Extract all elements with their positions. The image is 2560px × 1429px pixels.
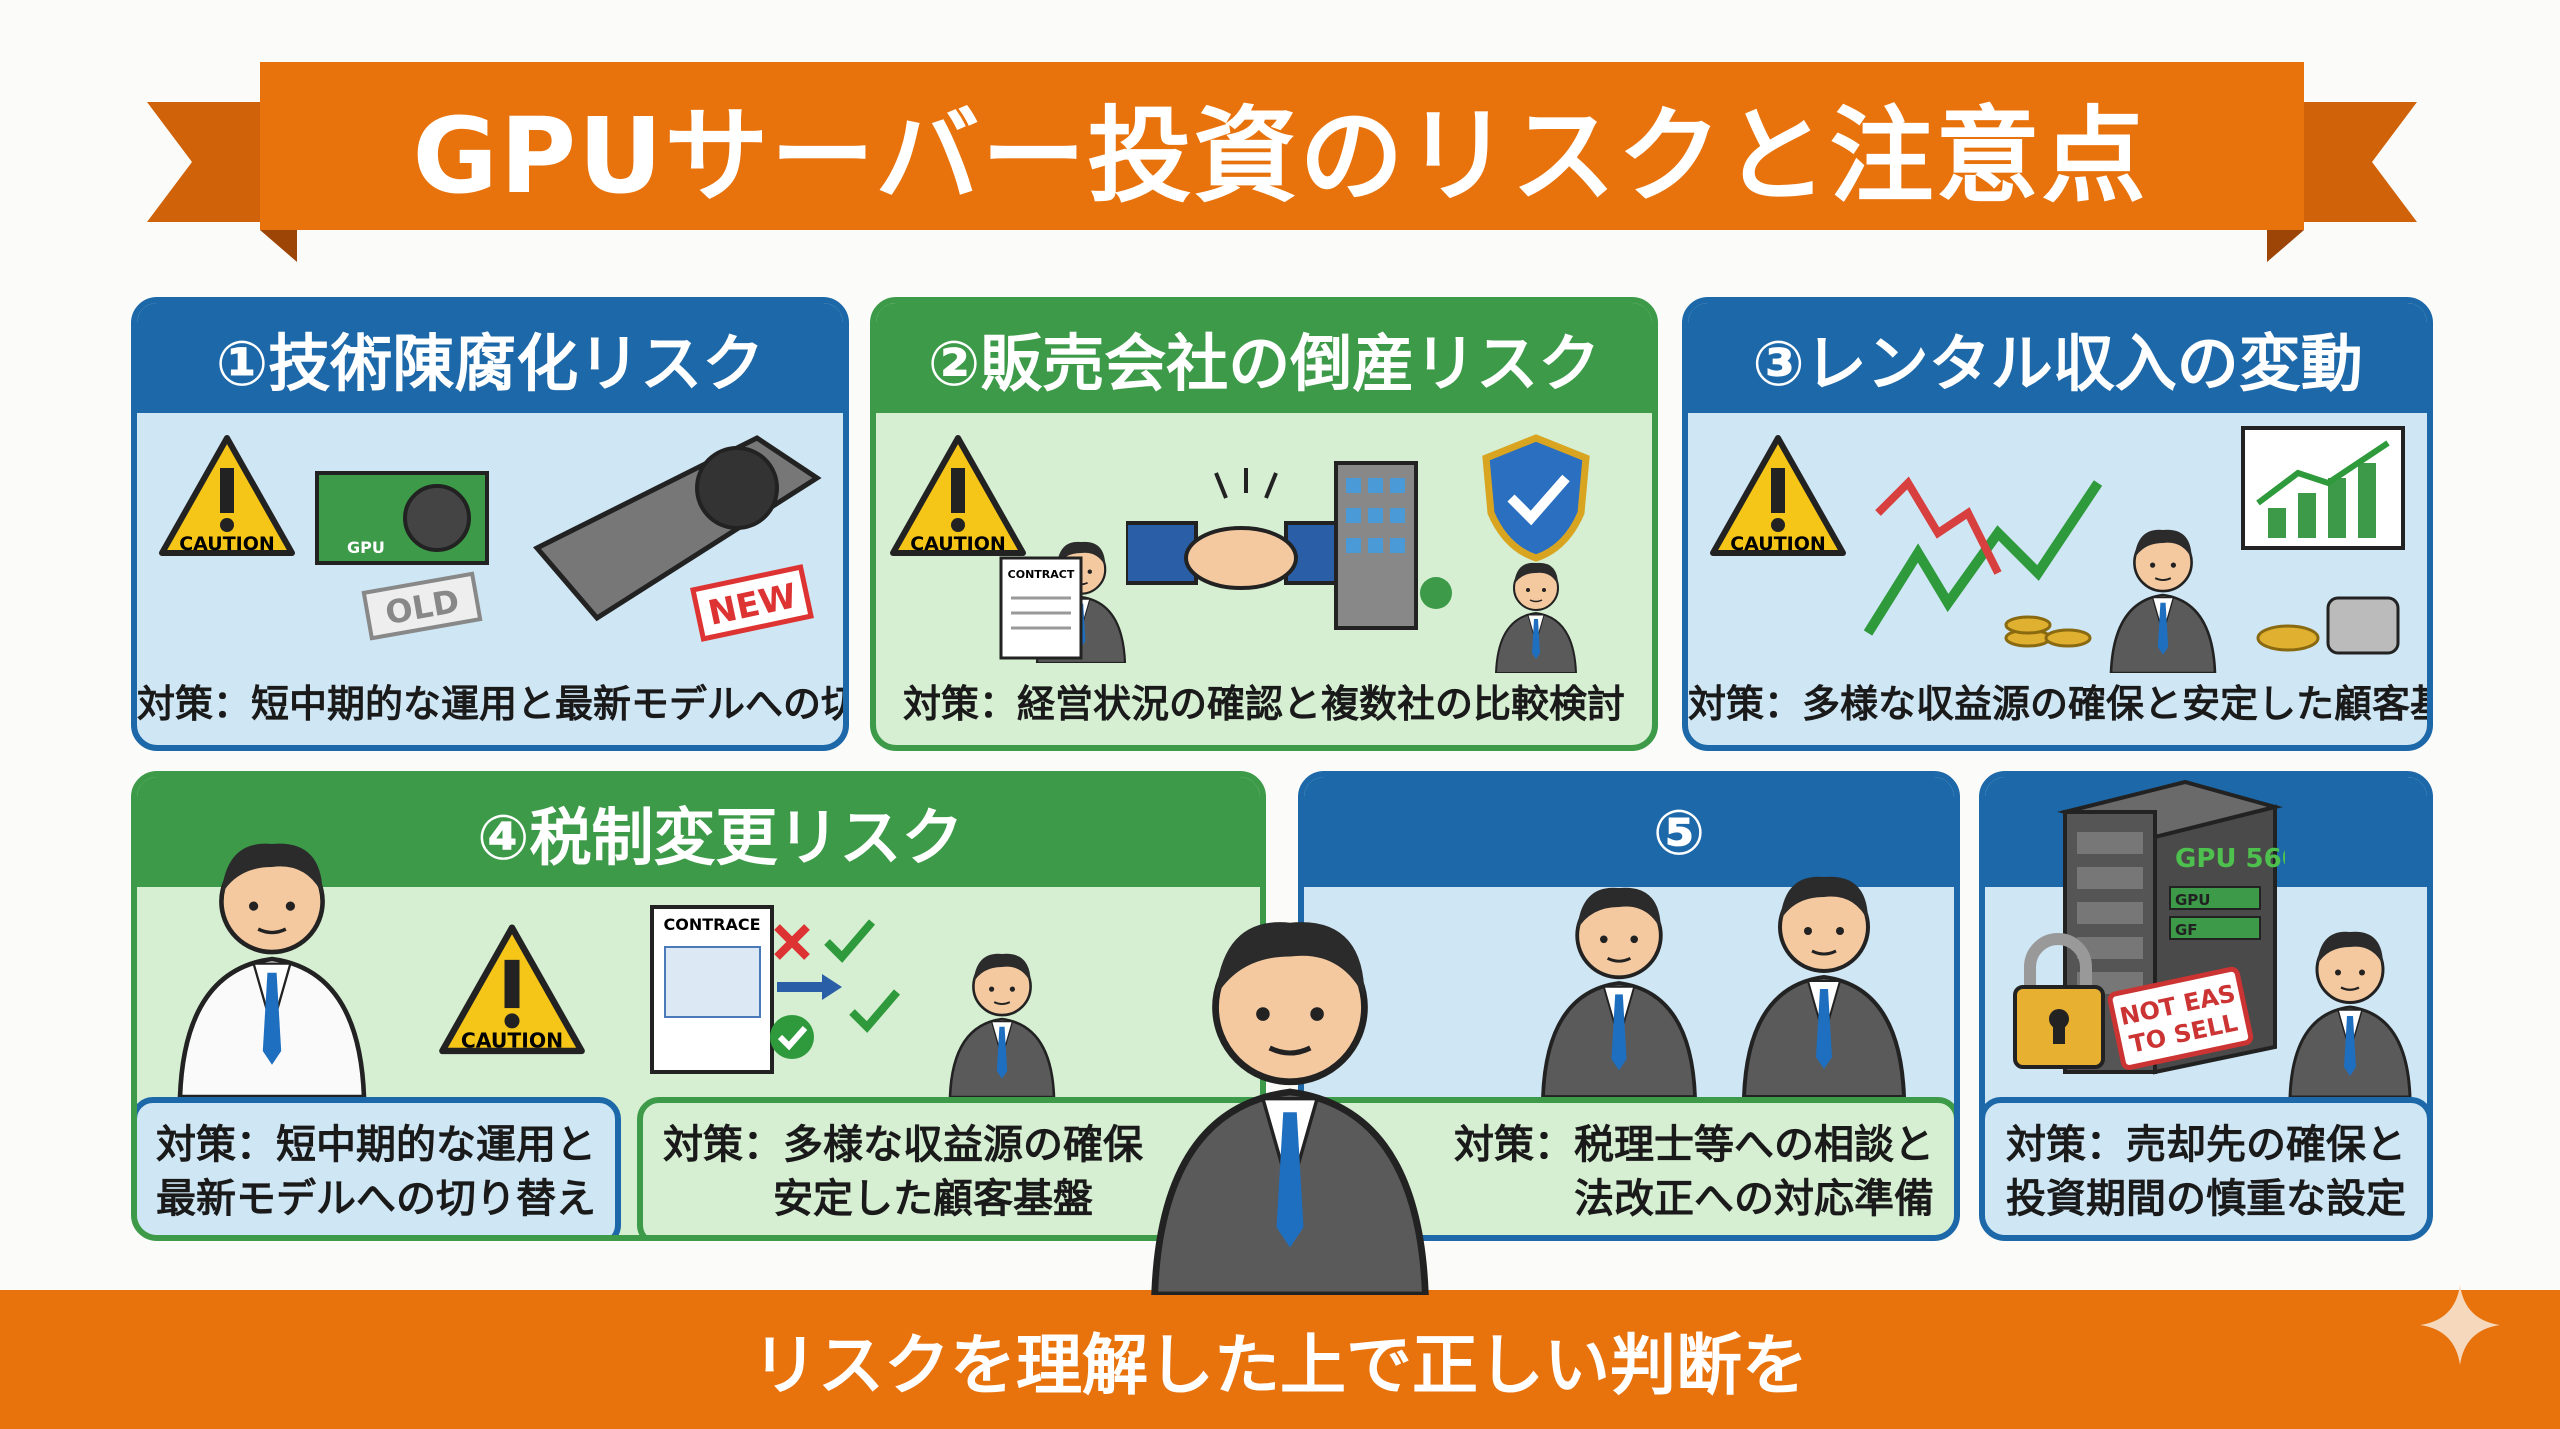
panel-countermeasure: 対策：多様な収益源の確保と安定した顧客基盤 — [1688, 682, 2433, 726]
svg-text:GF: GF — [2175, 921, 2198, 939]
svg-text:GPU: GPU — [2175, 891, 2211, 909]
caution-sign-icon: CAUTION — [439, 924, 585, 1055]
svg-text:GPU 560: GPU 560 — [2175, 844, 2285, 874]
panel-heading: ③レンタル収入の変動 — [1688, 303, 2427, 413]
businesswoman-illustration — [937, 897, 1067, 1099]
svg-text:CONTRACE: CONTRACE — [663, 915, 760, 934]
svg-text:GPU: GPU — [347, 538, 385, 557]
businessman-illustration — [1524, 807, 1714, 1099]
countermeasure-box: 対策：短中期的な運用と最新モデルへの切り替え — [137, 1097, 621, 1235]
fluctuating-trend-arrows-icon — [1863, 476, 2103, 648]
title-ribbon — [147, 62, 2417, 262]
note-line: 対策：税理士等への相談と — [1454, 1122, 1934, 1168]
note-line: 対策：売却先の確保と — [2006, 1122, 2406, 1168]
tax-advisor-illustration — [1724, 827, 1924, 1099]
countermeasure-box: 対策：多様な収益源の確保安定した顧客基盤 — [637, 1097, 1260, 1235]
svg-text:CAUTION: CAUTION — [179, 533, 275, 555]
panel-heading: ①技術陳腐化リスク — [137, 303, 843, 413]
businessman-thinking-illustration — [2098, 473, 2228, 675]
svg-text:CAUTION: CAUTION — [461, 1029, 563, 1053]
note-line: 法改正への対応準備 — [1574, 1176, 1934, 1222]
note-line: 対策：多様な収益源の確保 — [663, 1122, 1143, 1168]
panel-rental-income-fluctuation: ③レンタル収入の変動 CAUTION 対策：多様な収益源の確保と安定した顧客基盤 — [1682, 297, 2433, 751]
shield-check-icon — [1482, 434, 1590, 562]
caution-sign-icon: CAUTION — [890, 435, 1026, 556]
note-line: 対策：短中期的な運用と — [156, 1122, 596, 1168]
note-line: 投資期間の慎重な設定 — [2006, 1176, 2406, 1222]
caution-sign-icon: CAUTION — [1710, 435, 1846, 556]
office-building-icon — [1334, 461, 1452, 630]
thumbs-up-businessman-illustration — [1120, 855, 1460, 1299]
panel-heading: ④税制変更リスク — [137, 777, 1260, 887]
businessman-illustration — [1466, 543, 1606, 674]
new-gpu-card-image: NEW — [533, 435, 822, 642]
rising-bar-chart-icon — [2241, 426, 2405, 655]
svg-text:CONTRACT: CONTRACT — [1008, 568, 1075, 581]
panel-seller-bankruptcy: ②販売会社の倒産リスク CAUTION CONTRACT 対策：経営状況の確認と… — [870, 297, 1658, 751]
countermeasure-box: 対策：売却先の確保と投資期間の慎重な設定 — [1985, 1097, 2427, 1235]
page-title: GPUサーバー投資のリスクと注意点 — [412, 94, 2148, 217]
sparkle-icon — [2420, 1285, 2500, 1365]
svg-text:CAUTION: CAUTION — [1730, 533, 1826, 555]
caution-sign-icon: CAUTION — [159, 435, 295, 556]
panel-tax-change: ④税制変更リスク CAUTION CONTRACE 対策：短中期的な運用と最新モ… — [131, 771, 1266, 1241]
contract-document-image: CONTRACT — [999, 556, 1083, 660]
panel-heading: ⑤ — [1304, 777, 1954, 887]
advisor-lab-coat-illustration — [157, 797, 387, 1100]
note-line: 最新モデルへの切り替え — [156, 1176, 596, 1222]
panel-heading: ②販売会社の倒産リスク — [876, 303, 1652, 413]
panel-countermeasure: 対策：経営状況の確認と複数社の比較検討 — [902, 682, 1625, 726]
contract-checklist-image: CONTRACE — [650, 905, 901, 1074]
businesswoman-illustration — [2275, 837, 2425, 1099]
note-line: 安定した顧客基盤 — [773, 1176, 1093, 1222]
svg-text:CAUTION: CAUTION — [910, 533, 1006, 555]
footer-banner: リスクを理解した上で正しい判断を — [0, 1290, 2560, 1429]
panel-five: ⑤ 対策：税理士等への相談と法改正への対応準備 — [1298, 771, 1960, 1241]
